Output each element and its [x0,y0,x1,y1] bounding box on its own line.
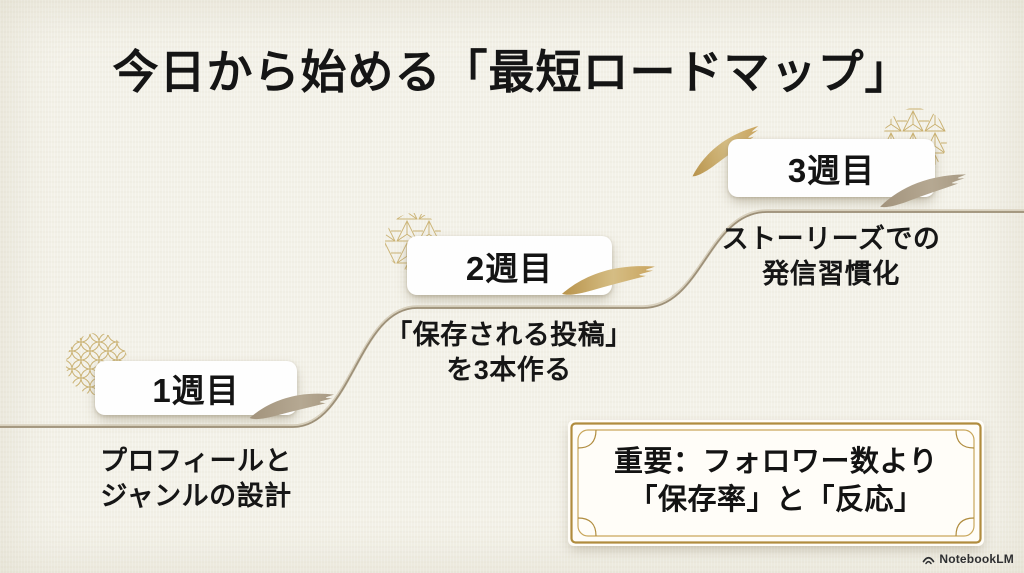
notebooklm-logo-text: NotebookLM [939,552,1014,566]
step-label: 1週目 [152,372,240,409]
notebooklm-logo-icon [922,556,935,564]
step-card-week3: 3週目 [728,139,935,197]
step-description-week3: ストーリーズでの 発信習慣化 [721,224,941,289]
step-description-week2: 「保存される投稿」 を3本作る [385,320,633,385]
step-label: 3週目 [787,152,876,189]
step-label: 2週目 [465,249,554,287]
notebooklm-logo: NotebookLM [922,552,1014,566]
step-card-week2: 2週目 [407,236,612,295]
slide-title: 今日から始める「最短ロードマップ」 [112,47,912,98]
important-note [568,420,984,546]
step-card-week1: 1週目 [95,361,297,415]
ornamental-frame [570,422,982,544]
step-description-week1: プロフィールと ジャンルの設計 [100,446,292,511]
